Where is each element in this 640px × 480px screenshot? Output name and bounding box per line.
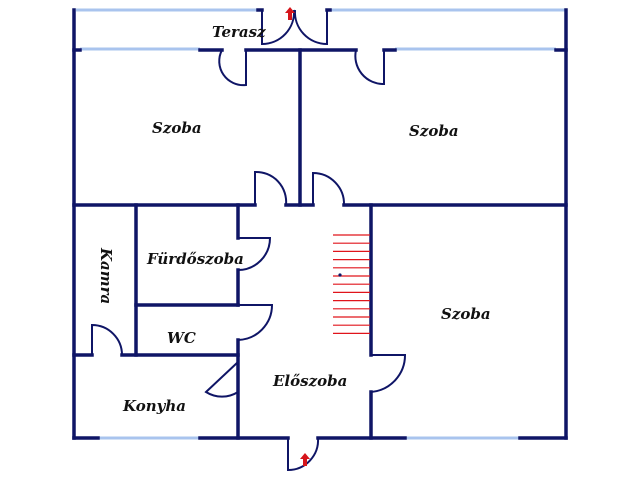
walls [72, 8, 568, 440]
windows [76, 8, 566, 440]
door-entrance-bottom [287, 437, 320, 472]
door-kamra [91, 323, 123, 356]
red-up-arrow-icon [300, 453, 310, 466]
doors [91, 9, 407, 472]
stairs-marker [338, 273, 342, 277]
door-hall-top-right [312, 171, 346, 206]
red-up-arrow-icon [285, 7, 295, 20]
room-label-konyha: Konyha [122, 397, 186, 415]
door-szoba-right [370, 354, 407, 393]
room-label-furdoszoba: Fürdőszoba [146, 250, 244, 268]
stairs [333, 234, 370, 334]
door-szoba-top-right [354, 49, 385, 86]
room-label-terasz: Terasz [212, 23, 266, 41]
door-szoba-top-left [218, 49, 247, 87]
door-furdoszoba [237, 237, 272, 271]
door-konyha [204, 359, 239, 398]
door-terrace-left [261, 9, 296, 46]
room-label-szoba-right: Szoba [441, 305, 491, 323]
room-label-szoba-top-right: Szoba [409, 122, 459, 140]
door-terrace-right [293, 9, 328, 46]
door-wc [237, 304, 274, 341]
room-label-wc: WC [167, 329, 196, 347]
room-label-eloszoba: Előszoba [272, 372, 347, 390]
door-hall-top-left [254, 170, 288, 206]
room-label-szoba-top-left: Szoba [152, 119, 202, 137]
room-label-kamra: Kamra [97, 247, 115, 304]
